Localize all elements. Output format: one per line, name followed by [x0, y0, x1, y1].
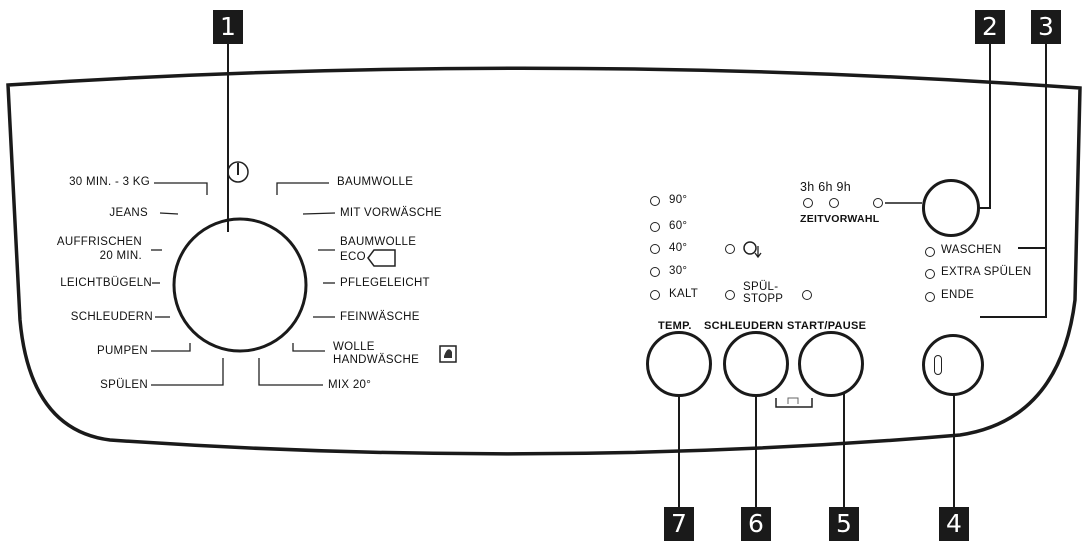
temp-30-led [650, 267, 660, 277]
temp-90-led [650, 196, 660, 206]
delay-label: ZEITVORWAHL [800, 213, 880, 225]
temp-90-label: 90° [669, 194, 688, 206]
progress-ende-label: ENDE [941, 289, 975, 301]
delay-9h-led [873, 198, 883, 208]
progress-extra-spuelen-label: EXTRA SPÜLEN [941, 266, 1032, 278]
program-pflegeleicht[interactable]: PFLEGELEICHT [340, 277, 430, 289]
callout-3: 3 [1031, 10, 1061, 44]
progress-ende-led [925, 292, 935, 302]
program-auffrischen[interactable]: AUFFRISCHEN [56, 236, 142, 248]
program-mix20[interactable]: MIX 20° [328, 379, 372, 391]
program-spuelen[interactable]: SPÜLEN [100, 379, 148, 391]
temp-40-led [650, 244, 660, 254]
start-button-label: START/PAUSE [787, 320, 867, 332]
temp-button-label: TEMP. [658, 320, 692, 332]
temp-60-label: 60° [669, 220, 688, 232]
program-wolle[interactable]: WOLLE [333, 341, 375, 353]
rinse-hold-led [725, 290, 735, 300]
program-30min[interactable]: 30 MIN. - 3 KG [69, 176, 150, 188]
start-pause-button[interactable] [798, 331, 864, 397]
program-baumwolle[interactable]: BAUMWOLLE [337, 176, 414, 188]
progress-extra-spuelen-led [925, 269, 935, 279]
program-schleudern[interactable]: SCHLEUDERN [70, 311, 153, 323]
spin-button[interactable] [723, 331, 789, 397]
program-dial[interactable] [174, 219, 306, 351]
progress-waschen-led [925, 247, 935, 257]
program-jeans[interactable]: JEANS [109, 207, 148, 219]
power-button[interactable] [922, 334, 984, 396]
program-handwaesche: HANDWÄSCHE [333, 354, 420, 366]
program-baumwolle-eco[interactable]: BAUMWOLLE [340, 236, 417, 248]
delay-hours-label: 3h 6h 9h [800, 180, 852, 194]
temp-60-led [650, 222, 660, 232]
delay-button[interactable] [922, 179, 980, 237]
power-icon [237, 163, 239, 175]
rinse-hold-label: SPÜL- [743, 281, 779, 293]
start-led [802, 290, 812, 300]
temp-kalt-label: KALT [669, 288, 699, 300]
program-feinwaesche[interactable]: FEINWÄSCHE [340, 311, 420, 323]
temp-30-label: 30° [669, 265, 688, 277]
callout-2: 2 [975, 10, 1005, 44]
rinse-hold-label-2: STOPP [743, 293, 784, 305]
temp-40-label: 40° [669, 242, 688, 254]
callout-7: 7 [664, 507, 694, 541]
program-leichtbuegeln[interactable]: LEICHTBÜGELN [60, 277, 152, 289]
delay-6h-led [829, 198, 839, 208]
progress-waschen-label: WASCHEN [941, 244, 1002, 256]
spin-reduce-led [725, 244, 735, 254]
delay-3h-led [803, 198, 813, 208]
power-button-icon [934, 355, 942, 375]
program-eco-label: ECO [340, 251, 366, 263]
callout-4: 4 [939, 507, 969, 541]
temp-button[interactable] [646, 331, 712, 397]
program-pumpen[interactable]: PUMPEN [96, 345, 148, 357]
callout-1: 1 [213, 10, 243, 44]
callout-6: 6 [741, 507, 771, 541]
program-mit-vorwaesche[interactable]: MIT VORWÄSCHE [340, 207, 442, 219]
temp-kalt-led [650, 290, 660, 300]
callout-5: 5 [829, 507, 859, 541]
program-auffrischen-time: 20 MIN. [99, 250, 142, 262]
spin-button-label: SCHLEUDERN [704, 320, 784, 332]
